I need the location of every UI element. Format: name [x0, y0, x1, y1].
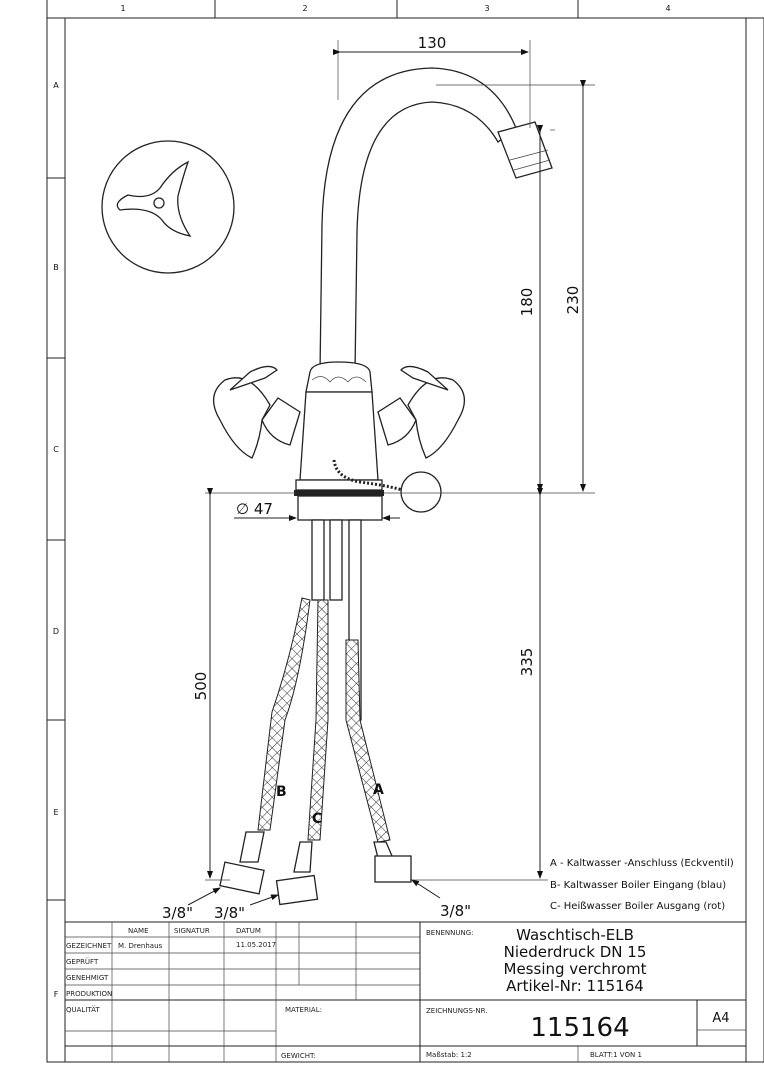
- paper-size: A4: [712, 1011, 729, 1026]
- drawing-no-label: ZEICHNUNGS-NR.: [426, 1007, 488, 1015]
- row-label: A: [53, 81, 59, 90]
- row-drawn: GEZEICHNET: [66, 942, 112, 950]
- row-checked: GEPRÜFT: [66, 957, 99, 966]
- drawing-number: 115164: [530, 1013, 629, 1043]
- dimension-lines: [187, 40, 595, 906]
- header-name: NAME: [128, 927, 149, 935]
- thread-label: 3/8": [214, 904, 245, 922]
- drawn-date: 11.05.2017: [236, 941, 276, 949]
- column-label: 4: [665, 4, 670, 13]
- thread-label: 3/8": [162, 904, 193, 922]
- row-quality: QUALITÄT: [66, 1005, 100, 1014]
- dimension-335: 335: [518, 648, 536, 677]
- row-label: C: [53, 445, 59, 454]
- designation-line: Artikel-Nr: 115164: [506, 977, 644, 995]
- column-label: 2: [302, 4, 307, 13]
- header-date: DATUM: [236, 927, 261, 935]
- legend: A - Kaltwasser -Anschluss (Eckventil) B-…: [550, 858, 734, 912]
- header-signature: SIGNATUR: [174, 927, 210, 935]
- sheet-number: BLATT:1 VON 1: [590, 1051, 642, 1059]
- hose-label-c: C: [312, 811, 322, 827]
- title-block-text: NAME SIGNATUR DATUM GEZEICHNET GEPRÜFT G…: [66, 926, 730, 1060]
- row-production: PRODUKTION: [66, 990, 112, 998]
- material-label: MATERIAL:: [285, 1006, 322, 1014]
- hose-label-a: A: [373, 782, 384, 798]
- dimension-diameter-47: ∅ 47: [236, 500, 273, 518]
- faucet-spout: [319, 67, 553, 373]
- legend-item-b: B- Kaltwasser Boiler Eingang (blau): [550, 880, 726, 891]
- designation-line: Waschtisch-ELB: [516, 926, 634, 944]
- row-approved: GENEHMIGT: [66, 974, 109, 982]
- row-labels: A B C D E F: [53, 81, 59, 999]
- designation-label: BENENNUNG:: [426, 929, 474, 937]
- designation-line: Niederdruck DN 15: [504, 943, 647, 961]
- title-block: [64, 921, 747, 1063]
- legend-item-c: C- Heißwasser Boiler Ausgang (rot): [550, 901, 725, 912]
- hose-labels: B C A: [276, 782, 384, 827]
- row-label: E: [53, 808, 58, 817]
- legend-item-a: A - Kaltwasser -Anschluss (Eckventil): [550, 858, 734, 869]
- dimension-130: 130: [418, 34, 447, 52]
- designation-line: Messing verchromt: [504, 960, 647, 978]
- dimension-values: 130 180 230 335 500 ∅ 47 3/8" 3/8" 3/8": [162, 34, 582, 922]
- hoses: [219, 519, 412, 906]
- thread-label: 3/8": [440, 902, 471, 920]
- weight-label: GEWICHT:: [281, 1052, 316, 1060]
- row-label: F: [54, 990, 59, 999]
- column-label: 1: [120, 4, 125, 13]
- drawn-by: M. Drenhaus: [118, 942, 163, 950]
- faucet-body: [213, 361, 465, 521]
- handle-top-view: [101, 140, 235, 274]
- row-label: B: [53, 263, 59, 272]
- column-labels: 1 2 3 4: [120, 4, 670, 13]
- dimension-230: 230: [564, 286, 582, 315]
- dimension-500: 500: [192, 672, 210, 701]
- hose-label-b: B: [276, 784, 287, 800]
- scale: Maßstab: 1:2: [426, 1051, 472, 1059]
- column-label: 3: [484, 4, 489, 13]
- dimension-180: 180: [518, 288, 536, 317]
- row-label: D: [53, 627, 59, 636]
